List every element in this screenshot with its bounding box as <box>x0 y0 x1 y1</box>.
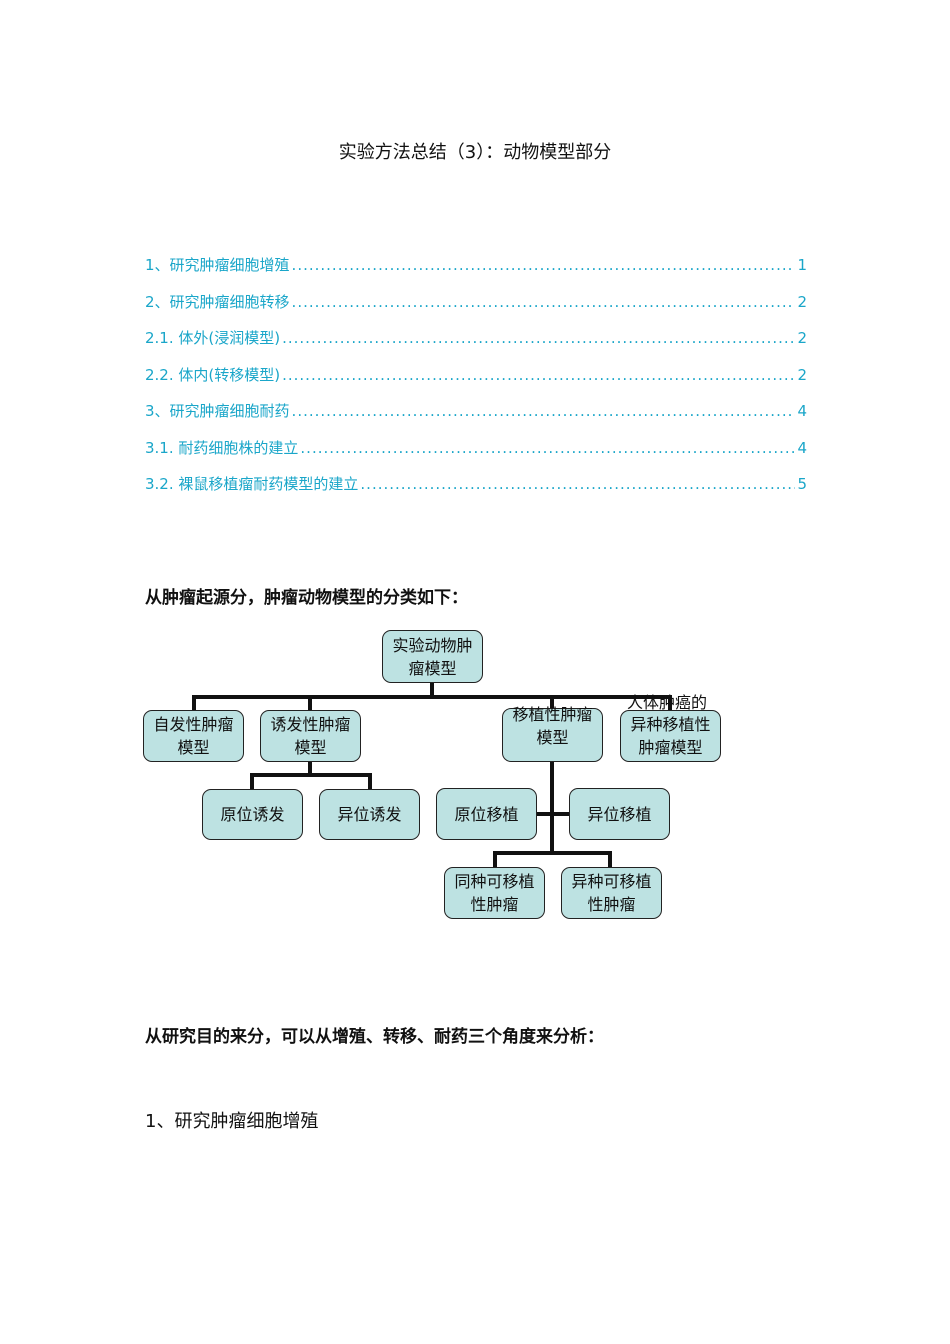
toc-entry-page: 2 <box>797 365 807 384</box>
node-orthotopic-transplant[interactable]: 原位移植 <box>436 788 537 840</box>
node-label: 同种可移植 <box>454 872 535 891</box>
node-label: 瘤模型 <box>408 658 457 678</box>
toc-leader-dots <box>282 366 795 384</box>
node-spontaneous-tumor-model[interactable]: 自发性肿瘤模型 <box>143 710 244 762</box>
node-experimental-animal-tumor-model[interactable]: 实验动物肿瘤模型 <box>382 630 483 683</box>
node-label: 性肿瘤 <box>587 895 636 914</box>
node-allograft-tumor[interactable]: 同种可移植性肿瘤 <box>444 867 545 919</box>
toc-entry[interactable]: 2.1. 体外(浸润模型) 2 <box>145 327 807 364</box>
toc-entry-page: 1 <box>797 256 807 274</box>
toc-entry[interactable]: 2、研究肿瘤细胞转移 2 <box>145 291 807 328</box>
toc-entry-label: 2.2. 体内(转移模型) <box>145 365 281 384</box>
node-transplanted-tumor-model[interactable]: 移植性肿瘤模型 <box>502 705 603 762</box>
toc-entry-page: 4 <box>797 438 807 457</box>
node-label: 诱发性肿瘤 <box>270 715 351 734</box>
toc-entry-page: 5 <box>797 475 807 493</box>
toc-entry[interactable]: 3.2. 裸鼠移植瘤耐药模型的建立 5 <box>145 473 807 510</box>
toc-leader-dots <box>282 329 795 347</box>
node-label: 模型 <box>294 738 327 757</box>
node-label: 移植性肿瘤 <box>512 705 593 724</box>
node-label: 异位移植 <box>587 804 652 824</box>
page-title: 实验方法总结（3）：动物模型部分 <box>338 142 612 163</box>
node-label: 模型 <box>536 728 569 747</box>
toc-entry-label: 3、研究肿瘤细胞耐药 <box>145 402 290 420</box>
toc-entry[interactable]: 2.2. 体内(转移模型) 2 <box>145 364 807 401</box>
toc-entry-label: 1、研究肿瘤细胞增殖 <box>145 256 290 274</box>
node-induced-tumor-model[interactable]: 诱发性肿瘤模型 <box>260 710 361 762</box>
research-purpose-heading: 从研究目的来分，可以从增殖、转移、耐药三个角度来分析： <box>145 1027 604 1047</box>
toc-entry-label: 3.1. 耐药细胞株的建立 <box>145 438 299 457</box>
node-xenograft-tumor[interactable]: 异种可移植性肿瘤 <box>561 867 662 919</box>
node-label: 性肿瘤 <box>470 895 519 914</box>
node-label: 模型 <box>177 738 210 757</box>
toc-entry-label: 2.1. 体外(浸润模型) <box>145 329 281 347</box>
node-ectopic-transplant[interactable]: 异位移植 <box>569 788 670 840</box>
node-label: 自发性肿瘤 <box>153 715 234 734</box>
toc-entry-page: 4 <box>797 402 807 420</box>
node-label: 原位移植 <box>454 804 519 824</box>
node-orthotopic-induction[interactable]: 原位诱发 <box>202 789 303 840</box>
node-annotation: 人体肿癌的 <box>627 693 708 712</box>
table-of-contents: 1、研究肿瘤细胞增殖 1 2、研究肿瘤细胞转移 2 2.1. 体外(浸润模型) … <box>145 254 807 510</box>
toc-entry[interactable]: 1、研究肿瘤细胞增殖 1 <box>145 254 807 291</box>
section-heading: 1、研究肿瘤细胞增殖 <box>145 1111 319 1132</box>
toc-entry-label: 2、研究肿瘤细胞转移 <box>145 292 290 311</box>
node-xenograft-tumor-model[interactable]: 异种移植性肿瘤模型 <box>620 710 721 762</box>
toc-leader-dots <box>300 439 795 457</box>
toc-leader-dots <box>360 475 795 493</box>
toc-leader-dots <box>292 293 796 311</box>
toc-leader-dots <box>292 256 796 274</box>
classification-heading: 从肿瘤起源分，肿瘤动物模型的分类如下： <box>145 588 468 608</box>
node-label: 肿瘤模型 <box>638 738 703 757</box>
node-label: 异位诱发 <box>337 805 402 824</box>
node-label: 实验动物肿 <box>392 635 473 655</box>
toc-entry-page: 2 <box>797 329 807 347</box>
toc-entry-page: 2 <box>797 292 807 311</box>
toc-leader-dots <box>292 402 796 420</box>
node-label: 异种移植性 <box>630 715 711 734</box>
toc-entry-label: 3.2. 裸鼠移植瘤耐药模型的建立 <box>145 475 359 493</box>
toc-entry[interactable]: 3、研究肿瘤细胞耐药 4 <box>145 400 807 437</box>
toc-entry[interactable]: 3.1. 耐药细胞株的建立 4 <box>145 437 807 474</box>
node-label: 原位诱发 <box>220 805 285 824</box>
node-label: 异种可移植 <box>571 872 652 891</box>
node-ectopic-induction[interactable]: 异位诱发 <box>319 789 420 840</box>
